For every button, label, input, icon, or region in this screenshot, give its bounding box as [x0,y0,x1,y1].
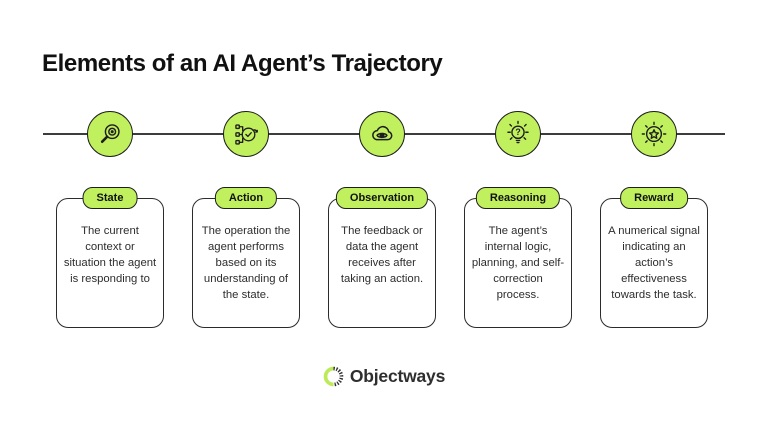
reward-description: A numerical signal indicating an action’… [608,225,700,302]
timeline-node-reasoning: ? [495,111,541,157]
process-check-icon [234,123,258,145]
card-state: State The current context or situation t… [56,187,164,328]
svg-text:?: ? [515,127,520,137]
card-observation: Observation The feedback or data the age… [328,187,436,328]
magnifier-target-icon [100,123,120,143]
reward-label-pill: Reward [620,187,688,209]
state-description: The current context or situation the age… [63,225,157,286]
reasoning-description: The agent’s internal logic, planning, an… [471,225,565,302]
reasoning-label-pill: Reasoning [475,187,561,209]
star-badge-icon [641,121,667,147]
objectways-logo: Objectways [0,366,768,387]
page-title: Elements of an AI Agent’s Trajectory [42,50,443,77]
objectways-logo-text: Objectways [349,366,446,386]
card-reward: Reward A numerical signal indicating an … [600,187,708,328]
cloud-eye-icon [372,125,393,141]
card-reasoning: Reasoning The agent’s internal logic, pl… [464,187,572,328]
timeline-node-action [223,111,269,157]
timeline-node-state [87,111,133,157]
action-description: The operation the agent performs based o… [201,225,291,302]
state-label-pill: State [82,187,138,209]
card-action: Action The operation the agent performs … [192,187,300,328]
timeline-node-reward [631,111,677,157]
timeline-node-observation [359,111,405,157]
observation-description: The feedback or data the agent receives … [340,225,424,286]
action-label-pill: Action [214,187,278,209]
bulb-question-icon: ? [507,120,529,144]
objectways-logo-icon [323,366,344,387]
observation-label-pill: Observation [335,187,429,209]
